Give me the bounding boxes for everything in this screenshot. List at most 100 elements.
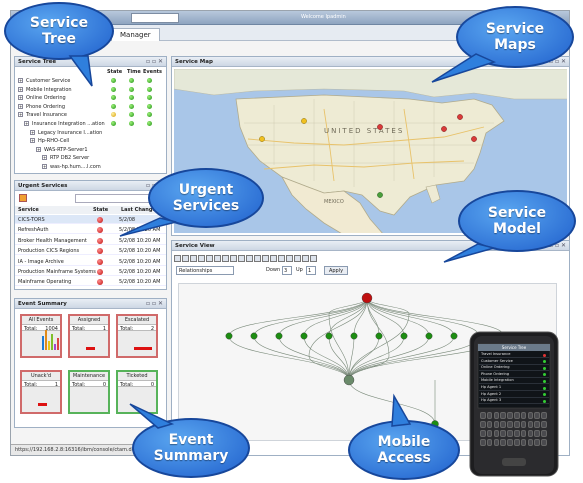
topology-node[interactable] xyxy=(275,332,283,340)
expand-icon[interactable]: + xyxy=(18,112,23,118)
keyboard-key[interactable] xyxy=(493,412,500,419)
down-input[interactable]: 3 xyxy=(282,266,292,275)
tree-row[interactable]: +Insurance Integration ...ation xyxy=(15,120,166,128)
keyboard-key[interactable] xyxy=(493,421,500,428)
col-last-changed[interactable]: Last Changed xyxy=(121,207,160,213)
map-canvas[interactable]: UNITED STATES MEXICO xyxy=(174,69,567,233)
phone-list-item[interactable]: Hp Agent 3 xyxy=(479,398,549,405)
toolbar-icon[interactable] xyxy=(286,255,293,262)
topology-node[interactable] xyxy=(400,332,408,340)
expand-icon[interactable]: + xyxy=(24,121,29,126)
tree-row[interactable]: +Hp-RHO-Cell xyxy=(15,137,166,145)
up-input[interactable]: 1 xyxy=(306,266,316,275)
toolbar-icon[interactable] xyxy=(182,255,189,262)
topology-node[interactable] xyxy=(361,292,373,304)
keyboard-key[interactable] xyxy=(486,439,493,446)
keyboard-key[interactable] xyxy=(493,430,500,437)
keyboard-key[interactable] xyxy=(527,430,534,437)
toolbar-icon[interactable] xyxy=(222,255,229,262)
view-select[interactable] xyxy=(131,13,179,23)
phone-list-item[interactable]: Hp Agent 1 xyxy=(479,385,549,391)
keyboard-key[interactable] xyxy=(520,421,527,428)
keyboard-key[interactable] xyxy=(527,439,534,446)
expand-icon[interactable]: + xyxy=(42,155,47,161)
keyboard-key[interactable] xyxy=(534,430,540,437)
keyboard-key[interactable] xyxy=(500,421,506,428)
toolbar-icon[interactable] xyxy=(294,255,301,262)
keyboard-key[interactable] xyxy=(541,439,547,446)
keyboard-key[interactable] xyxy=(534,421,540,428)
keyboard-key[interactable] xyxy=(500,412,506,419)
toolbar-icon[interactable] xyxy=(238,255,245,262)
phone-list-item[interactable]: Travel Insurance xyxy=(479,352,549,358)
toolbar-icon[interactable] xyxy=(230,255,237,262)
topology-node[interactable] xyxy=(343,374,355,386)
topology-node[interactable] xyxy=(325,332,333,340)
keyboard-key[interactable] xyxy=(500,430,506,437)
toolbar-icon[interactable] xyxy=(174,255,181,262)
keyboard-key[interactable] xyxy=(507,430,513,437)
tree-row[interactable]: +Mobile Integration xyxy=(15,86,166,94)
toolbar-icon[interactable] xyxy=(190,255,197,262)
toolbar-icon[interactable] xyxy=(270,255,277,262)
panel-controls[interactable]: ▫ ▫ ✕ xyxy=(549,58,566,65)
keyboard-key[interactable] xyxy=(486,421,493,428)
expand-icon[interactable]: + xyxy=(18,78,23,83)
keyboard-key[interactable] xyxy=(514,439,520,446)
keyboard-key[interactable] xyxy=(480,430,486,437)
keyboard-key[interactable] xyxy=(527,412,534,419)
topology-node[interactable] xyxy=(350,332,358,340)
keyboard-key[interactable] xyxy=(514,430,520,437)
phone-list-item[interactable]: Phone Ordering xyxy=(479,372,549,378)
topology-node[interactable] xyxy=(225,332,233,340)
zoom-out-icon[interactable] xyxy=(214,255,221,262)
toolbar-icon[interactable] xyxy=(262,255,269,262)
toolbar-icon[interactable] xyxy=(254,255,261,262)
zoom-in-icon[interactable] xyxy=(206,255,213,262)
toolbar-icon[interactable] xyxy=(302,255,309,262)
keyboard-key[interactable] xyxy=(514,412,520,419)
keyboard-key[interactable] xyxy=(514,421,520,428)
phone-list-item[interactable]: Online Ordering xyxy=(479,365,549,372)
toolbar-icon[interactable] xyxy=(278,255,285,262)
topology-node[interactable] xyxy=(300,332,308,340)
phone-list-item[interactable]: Customer Service xyxy=(479,359,549,365)
col-service[interactable]: Service xyxy=(18,207,39,213)
keyboard-key[interactable] xyxy=(520,412,527,419)
keyboard-key[interactable] xyxy=(520,430,527,437)
keyboard-key[interactable] xyxy=(541,412,547,419)
keyboard-key[interactable] xyxy=(507,421,513,428)
keyboard-key[interactable] xyxy=(534,439,540,446)
col-state[interactable]: State xyxy=(107,69,123,75)
keyboard-key[interactable] xyxy=(480,439,486,446)
tree-row[interactable]: +Travel Insurance xyxy=(15,111,166,119)
topology-node[interactable] xyxy=(375,332,383,340)
expand-icon[interactable]: + xyxy=(30,129,35,135)
panel-controls[interactable]: ▫ ▫ ✕ xyxy=(146,58,163,65)
tree-row[interactable]: +Phone Ordering xyxy=(15,103,166,111)
col-time[interactable]: Time xyxy=(127,69,141,75)
expand-icon[interactable]: + xyxy=(18,86,23,92)
keyboard-key[interactable] xyxy=(500,439,506,446)
panel-controls[interactable]: ▫ ▫ ✕ xyxy=(146,300,163,307)
keyboard-key[interactable] xyxy=(527,421,534,428)
expand-icon[interactable]: + xyxy=(18,95,23,101)
keyboard-key[interactable] xyxy=(480,421,486,428)
tree-row[interactable]: +Online Ordering xyxy=(15,94,166,102)
tree-row[interactable]: +Legacy Insurance I...ation xyxy=(15,129,166,137)
apply-button[interactable]: Apply xyxy=(324,266,348,275)
relationships-select[interactable]: Relationships xyxy=(176,266,234,275)
expand-icon[interactable]: + xyxy=(30,138,35,144)
refresh-icon[interactable] xyxy=(19,194,27,202)
help-icon[interactable] xyxy=(310,255,317,262)
tree-row[interactable]: +WAS-RTP-Server1 xyxy=(15,146,166,154)
